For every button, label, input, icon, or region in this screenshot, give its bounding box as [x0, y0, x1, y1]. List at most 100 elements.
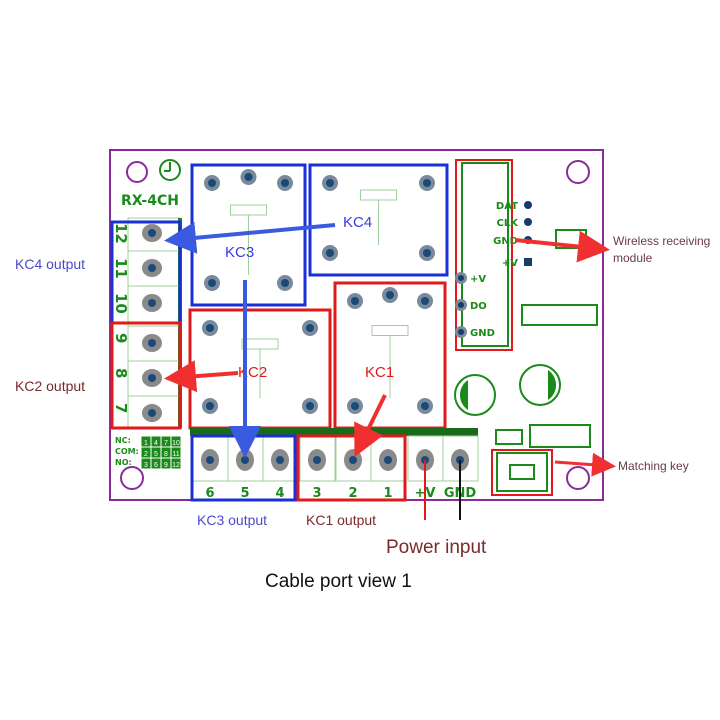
terminal-bar: [190, 428, 478, 436]
bottom-terminal-label: 2: [348, 486, 357, 501]
header-pin-label: GND: [470, 328, 495, 339]
legend-cell-label: 3: [144, 462, 148, 469]
wireless-label-line1: Wireless receiving: [613, 234, 710, 248]
mount-hole: [566, 466, 590, 490]
bottom-terminal-label: 3: [312, 486, 321, 501]
kc2-arrow: [164, 360, 239, 393]
pin-hole: [423, 249, 431, 257]
kc1-arrow: [354, 394, 387, 458]
module-footprint: [461, 162, 509, 347]
left-terminal-label: 8: [112, 368, 130, 378]
mount-hole: [126, 161, 148, 183]
legend-cell-label: 1: [144, 440, 148, 447]
pin-hole: [349, 456, 357, 464]
legend-cell-label: 4: [154, 440, 158, 447]
pin-hole: [458, 275, 464, 281]
bottom-terminal-label: 4: [275, 486, 284, 501]
pin-hole: [206, 324, 214, 332]
pin-hole: [326, 179, 334, 187]
legend-cell-label: 11: [172, 451, 179, 458]
legend-cell-label: 12: [172, 462, 180, 469]
left-terminal-label: 10: [112, 293, 130, 314]
kc1-label: KC1: [365, 364, 394, 381]
pin-hole: [148, 339, 156, 347]
header-pin-label: +V: [470, 274, 486, 285]
pin-hole: [148, 299, 156, 307]
pin-hole: [351, 402, 359, 410]
header-pin-label: DO: [470, 301, 487, 312]
legend-no: NO:: [115, 458, 132, 467]
power-input-label: Power input: [386, 537, 487, 558]
pin-hole: [421, 402, 429, 410]
module-pin: [524, 258, 532, 266]
matching-key-label: Matching key: [618, 459, 689, 473]
kc2-output-label: KC2 output: [15, 378, 85, 394]
wireless-arrow: [514, 230, 610, 263]
bottom-terminal-label: 1: [383, 486, 392, 501]
matching-key-button: [496, 452, 548, 492]
pin-hole: [276, 456, 284, 464]
pin-hole: [281, 279, 289, 287]
module-pin-label: DAT: [496, 201, 518, 212]
wireless-module-highlight: [455, 159, 513, 351]
module-pin-label: CLK: [497, 218, 520, 229]
mount-hole: [566, 160, 590, 184]
component-footprint: [529, 424, 591, 448]
capacitor-c3: [519, 364, 561, 406]
kc4-output-label: KC4 output: [15, 256, 85, 272]
legend-cell-label: 9: [164, 462, 168, 469]
bottom-terminal-label: 6: [205, 486, 214, 501]
ground-symbol-icon: [159, 159, 181, 181]
caption: Cable port view 1: [265, 571, 412, 592]
legend-cell-label: 6: [154, 462, 158, 469]
kc4-arrow: [164, 221, 336, 254]
left-terminal-label: 7: [112, 403, 130, 413]
left-terminal-label: 11: [112, 258, 130, 279]
legend-nc: NC:: [115, 436, 131, 445]
module-pin: [524, 201, 532, 209]
pin-hole: [244, 173, 253, 181]
pin-hole: [423, 179, 431, 187]
left-terminal-label: 12: [112, 223, 130, 244]
legend-cell-label: 2: [144, 451, 148, 458]
pin-hole: [326, 249, 334, 257]
matching-key-cap: [509, 464, 535, 480]
diode: [495, 429, 523, 445]
pin-hole: [458, 329, 464, 335]
pin-hole: [148, 374, 156, 382]
mount-hole: [120, 466, 144, 490]
pin-hole: [306, 324, 314, 332]
module-pin: [524, 218, 532, 226]
kc4-relay-highlight: [308, 163, 449, 277]
module-pin-label: GND: [493, 236, 518, 247]
kc4-label: KC4: [343, 214, 372, 231]
bottom-terminal-label: 5: [240, 486, 249, 501]
pin-hole: [313, 456, 321, 464]
kc3-output-label: KC3 output: [197, 512, 267, 528]
kc2-label: KC2: [238, 364, 267, 381]
legend-cell-label: 5: [154, 451, 158, 458]
legend-com: COM:: [115, 447, 139, 456]
legend-cell-label: 8: [164, 451, 168, 458]
legend-cell-label: 10: [172, 440, 180, 447]
pin-hole: [148, 409, 156, 417]
left-terminal-label: 9: [112, 333, 130, 343]
pin-hole: [421, 297, 429, 305]
pin-hole: [206, 402, 214, 410]
pin-hole: [281, 179, 289, 187]
pin-hole: [148, 229, 156, 237]
board-model: RX-4CH: [121, 193, 179, 209]
pin-hole: [148, 264, 156, 272]
kc1-output-label: KC1 output: [306, 512, 376, 528]
pin-hole: [384, 456, 392, 464]
module-pin-label: +V: [502, 258, 518, 269]
pin-hole: [386, 291, 394, 299]
pin-hole: [351, 297, 359, 305]
pin-hole: [208, 179, 216, 187]
wireless-label-line2: module: [613, 251, 653, 265]
component-footprint: [521, 304, 598, 326]
pin-hole: [306, 402, 314, 410]
matching-key-highlight: [491, 449, 553, 496]
